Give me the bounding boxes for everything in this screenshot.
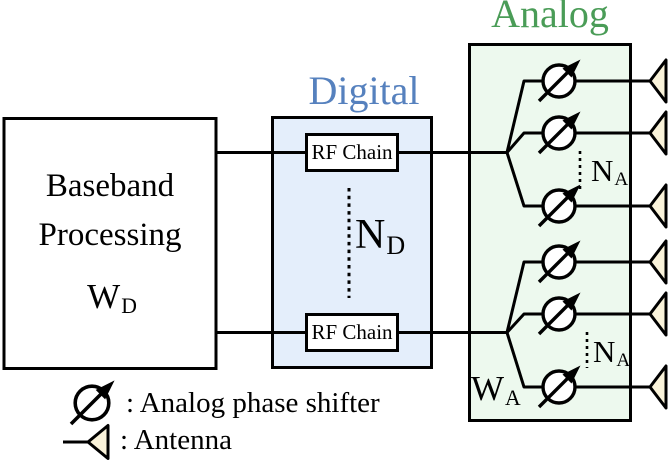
baseband-label-line2: Processing	[38, 217, 182, 253]
rf-chain-box-top	[305, 133, 399, 172]
antenna-icon	[648, 239, 668, 285]
rf-chain-box-bottom	[305, 313, 399, 352]
analog-box	[468, 43, 632, 422]
branch-line	[505, 312, 650, 334]
digital-count-subscript: D	[386, 230, 406, 260]
baseband-matrix-symbol: W	[87, 277, 121, 316]
antenna-icon	[648, 364, 668, 410]
antenna-icon	[648, 58, 668, 104]
rf-chain-label-bottom: RF Chain	[311, 320, 393, 344]
antenna-icon	[648, 291, 668, 337]
baseband-box	[2, 117, 218, 370]
legend-phase-shifter-text: : Analog phase shifter	[126, 387, 380, 419]
legend-antenna-text: : Antenna	[120, 424, 232, 456]
analog-matrix-subscript: A	[505, 385, 521, 410]
branch-line	[505, 131, 650, 154]
rf-chain-label-top: RF Chain	[311, 140, 393, 164]
analog-count-label-top: NA	[591, 155, 628, 189]
digital-count-symbol: N	[355, 212, 386, 258]
digital-section-title: Digital	[308, 68, 420, 113]
analog-count-symbol-top: N	[591, 153, 614, 188]
legend-antenna-icon	[86, 424, 110, 460]
branch-line	[505, 79, 650, 153]
digital-count-label: ND	[355, 214, 405, 259]
analog-matrix-label: WA	[471, 371, 521, 409]
antenna-icon	[648, 110, 668, 156]
baseband-label-line1: Baseband	[45, 168, 175, 204]
antenna-icon	[648, 183, 668, 229]
baseband-matrix-subscript: D	[121, 293, 137, 318]
branch-line	[505, 260, 650, 333]
analog-count-symbol-bottom: N	[593, 334, 616, 369]
branch-line	[505, 332, 650, 389]
baseband-matrix-label: WD	[87, 279, 137, 317]
analog-count-subscript-top: A	[614, 169, 629, 191]
legend-phase-shifter-icon	[69, 378, 117, 426]
analog-count-label-bottom: NA	[593, 336, 630, 370]
analog-matrix-symbol: W	[471, 369, 505, 408]
analog-section-title: Analog	[491, 0, 609, 36]
analog-count-subscript-bottom: A	[616, 350, 631, 372]
branch-line	[505, 152, 650, 208]
